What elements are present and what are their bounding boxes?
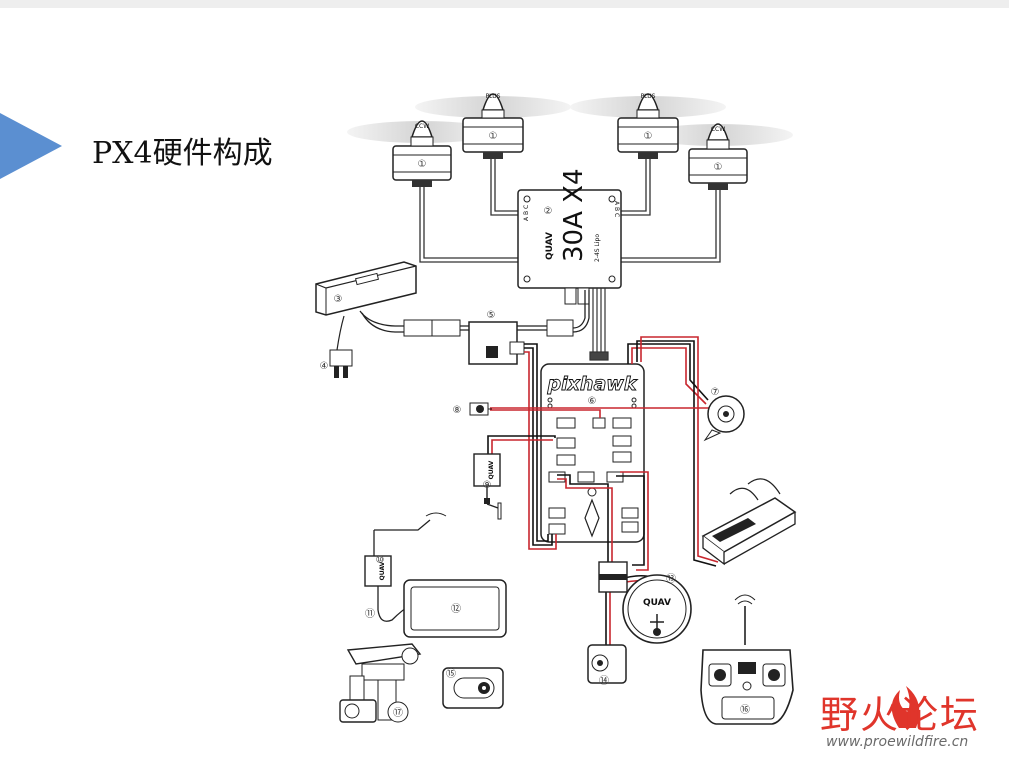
buzzer (703, 395, 745, 442)
component-number-markers: ① ① ① ① ② ③ ④ ⑤ ⑥ ⑦ ⑧ ⑨ ⑩ ⑪ ⑫ ⑬ ⑭ ⑯ ⑮ ⑰ (320, 131, 750, 719)
marker-9: ⑨ (483, 480, 492, 491)
esc-brand: QUAV (545, 232, 555, 260)
marker-7: ⑦ (711, 387, 720, 398)
telemetry-air-brand: QUAV (488, 460, 495, 479)
motor-rear-right (617, 93, 679, 159)
motor-front-right (688, 123, 748, 190)
marker-10: ⑩ (376, 555, 385, 566)
marker-1b: ① (489, 131, 498, 142)
watermark-url: www.proewildfire.cn (826, 734, 969, 750)
telemetry-ground-brand: QUAV (379, 561, 386, 580)
motor-front-left (392, 120, 452, 187)
watermark-flame-icon (891, 686, 920, 728)
gps-splitter (598, 561, 628, 593)
marker-11: ⑪ (365, 608, 375, 620)
motor-wires (419, 159, 721, 263)
esc-port-labels-right: A B C (613, 201, 620, 217)
motor-label-plus-right: PLUS (641, 93, 656, 100)
battery (315, 261, 433, 378)
marker-12: ⑫ (451, 603, 461, 615)
pixhawk-logo: pixhawk (547, 373, 638, 395)
marker-16: ⑯ (740, 704, 750, 716)
camera-gimbal (339, 643, 422, 723)
motor-label-plus-left: PLUS (486, 93, 501, 100)
marker-1c: ① (644, 131, 653, 142)
marker-17: ⑰ (393, 707, 403, 719)
safety-switch (469, 402, 492, 416)
slide-title: PX4硬件构成 (92, 136, 273, 171)
slide-top-border (0, 0, 1009, 8)
telemetry-air: QUAV (425, 453, 502, 520)
motor-label-ccw-right: CCW (711, 126, 725, 133)
esc-port-labels-left: A B C (523, 205, 530, 221)
marker-15: ⑮ (446, 668, 456, 680)
marker-2: ② (544, 206, 553, 217)
marker-8: ⑧ (453, 405, 462, 416)
esc-sub-label: 2-4S Lipo (594, 234, 601, 262)
marker-6: ⑥ (588, 396, 597, 407)
esc-model: 30A X4 (559, 169, 589, 263)
motor-rear-left (462, 93, 524, 159)
compass-module (587, 644, 627, 684)
motor-label-ccw-left: CCW (415, 123, 429, 130)
marker-3: ③ (334, 294, 343, 305)
marker-5: ⑤ (487, 310, 496, 321)
marker-1d: ① (714, 162, 723, 173)
rc-receiver (701, 478, 797, 566)
watermark-text: 野火论坛 (820, 693, 981, 737)
rc-transmitter (700, 594, 794, 725)
pixhawk-controller: pixhawk (540, 363, 645, 543)
gps-brand: QUAV (643, 598, 671, 608)
title-arrow-marker (0, 113, 62, 179)
power-module (431, 290, 590, 365)
wire-harness (487, 336, 730, 645)
camera-trigger-module (442, 667, 504, 709)
tablet (403, 579, 507, 638)
marker-1a: ① (418, 159, 427, 170)
esc-board: 30A X4 2-4S Lipo QUAV A B C A B C (517, 169, 622, 305)
gps-module: QUAV (622, 574, 692, 644)
esc-signal-wires (589, 288, 609, 361)
marker-13: ⑬ (666, 573, 676, 585)
marker-4: ④ (320, 361, 329, 372)
marker-14: ⑭ (599, 675, 609, 687)
